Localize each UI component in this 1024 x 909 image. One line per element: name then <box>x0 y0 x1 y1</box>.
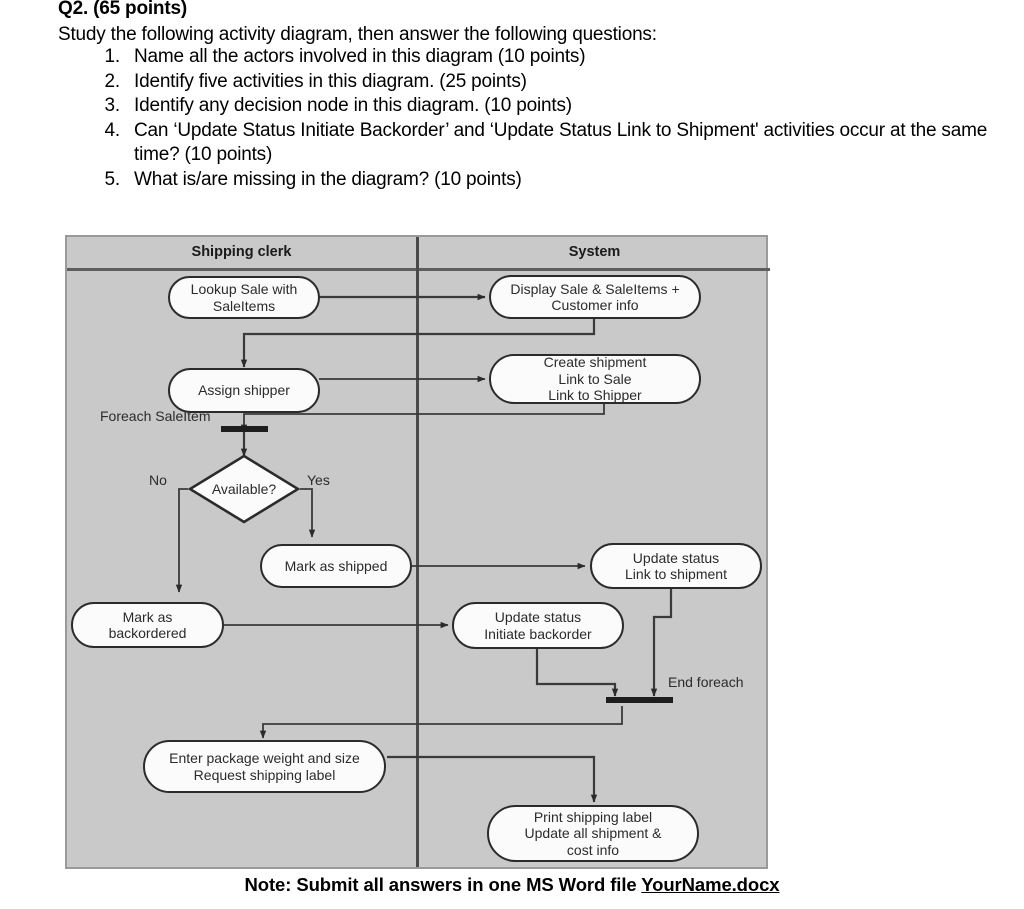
activity-node-display-sale-saleitems-customer-info[interactable]: Display Sale & SaleItems + Customer info <box>489 275 701 319</box>
decision-node-label: Available? <box>211 481 277 497</box>
connector-layer <box>175 293 673 803</box>
activity-node-enter-package-weight-request-label[interactable]: Enter package weight and size Request sh… <box>143 740 386 793</box>
fork-bar <box>221 426 268 432</box>
submission-note-prefix: Note: Submit all answers in one MS Word … <box>244 874 642 895</box>
guard-label-no: No <box>149 472 167 488</box>
activity-node-mark-as-backordered[interactable]: Mark as backordered <box>71 602 224 648</box>
question-item-5: 5. What is/are missing in the diagram? (… <box>88 168 988 193</box>
decision-node-available[interactable]: Available? <box>187 454 301 524</box>
guard-label-yes: Yes <box>307 472 330 488</box>
activity-node-assign-shipper[interactable]: Assign shipper <box>168 368 320 413</box>
activity-node-print-shipping-label-update-shipment-cost[interactable]: Print shipping label Update all shipment… <box>487 805 699 862</box>
question-item-1-text: Name all the actors involved in this dia… <box>134 46 586 67</box>
question-item-2: 2. Identify five activities in this diag… <box>88 70 988 95</box>
swimlane-title-shipping-clerk: Shipping clerk <box>191 244 292 260</box>
activity-node-create-shipment-link-sale-shipper[interactable]: Create shipment Link to Sale Link to Shi… <box>489 354 701 404</box>
question-item-1: 1. Name all the actors involved in this … <box>88 45 988 70</box>
join-bar <box>606 697 673 703</box>
submission-note: Note: Submit all answers in one MS Word … <box>0 874 1024 896</box>
foreach-saleitem-label: Foreach SaleItem <box>100 408 211 424</box>
edge-decision-yes-to-shipped <box>300 488 316 538</box>
activity-node-update-status-initiate-backorder[interactable]: Update status Initiate backorder <box>452 602 624 649</box>
question-item-5-text: What is/are missing in the diagram? (10 … <box>134 168 522 190</box>
edge-join-to-enter-package <box>259 706 623 739</box>
edge-enter-package-to-print-label <box>387 755 598 803</box>
edge-display-to-assign <box>240 319 596 368</box>
question-item-4-number: 4. <box>104 119 121 141</box>
question-item-3-text: Identify any decision node in this diagr… <box>134 95 572 116</box>
question-list: 1. Name all the actors involved in this … <box>88 45 988 192</box>
question-item-4: 4. Can ‘Update Status Initiate Backorder… <box>88 119 988 168</box>
activity-node-mark-as-shipped[interactable]: Mark as shipped <box>260 544 412 588</box>
edge-decision-no-to-backordered <box>175 488 188 593</box>
submission-note-filename: YourName.docx <box>641 874 780 895</box>
question-title: Q2. (65 points) <box>58 0 187 19</box>
question-item-3-number: 3. <box>104 95 121 116</box>
question-item-5-number: 5. <box>104 168 121 190</box>
question-item-4-text: Can ‘Update Status Initiate Backorder’ a… <box>134 119 988 166</box>
activity-diagram: Shipping clerk System <box>65 235 770 869</box>
edge-update-link-to-join <box>650 589 673 697</box>
question-intro: Study the following activity diagram, th… <box>58 24 657 45</box>
swimlane-title-system: System <box>568 244 621 260</box>
question-item-1-number: 1. <box>104 46 121 67</box>
edge-create-to-fork <box>240 403 605 433</box>
decision-diamond-shape <box>187 454 301 524</box>
end-foreach-label: End foreach <box>668 674 744 690</box>
question-item-3: 3. Identify any decision node in this di… <box>88 94 988 119</box>
activity-node-update-status-link-to-shipment[interactable]: Update status Link to shipment <box>590 543 762 589</box>
edge-update-backorder-to-join <box>535 649 619 697</box>
question-item-2-text: Identify five activities in this diagram… <box>134 70 527 92</box>
question-item-2-number: 2. <box>104 70 121 92</box>
swimlane-divider <box>416 237 419 867</box>
activity-node-lookup-sale-with-saleitems[interactable]: Lookup Sale with SaleItems <box>168 276 320 319</box>
